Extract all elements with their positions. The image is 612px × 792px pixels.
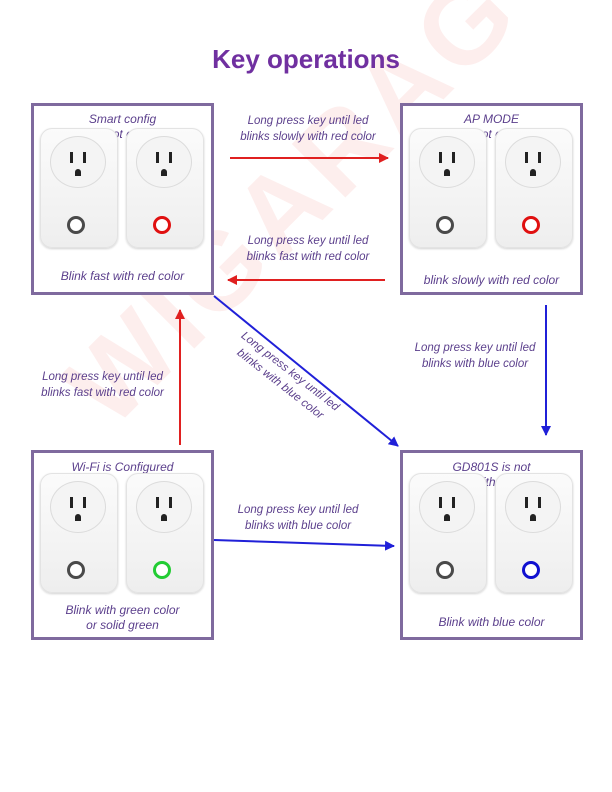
plug-left <box>40 128 118 248</box>
led-indicator-off <box>67 216 85 234</box>
plug-right <box>495 473 573 593</box>
outlet-icon <box>505 481 561 533</box>
arrow-smart-to-notbound <box>214 296 398 446</box>
state-box-ap-mode: AP MODE Wi-Fi is not configured blink sl… <box>400 103 583 295</box>
state-footer: Blink fast with red color <box>34 269 211 284</box>
state-footer: Blink with green color or solid green <box>34 603 211 633</box>
state-box-smart-config: Smart config Wi-Fi is not configured Bli… <box>31 103 214 295</box>
outlet-icon <box>419 136 475 188</box>
arrow-configured-to-notbound <box>214 540 394 546</box>
plug-right <box>126 473 204 593</box>
led-indicator-green <box>153 561 171 579</box>
led-indicator-red <box>522 216 540 234</box>
outlet-icon <box>136 136 192 188</box>
label-smart-to-ap: Long press key until led blinks slowly w… <box>218 113 398 145</box>
state-footer: blink slowly with red color <box>403 273 580 288</box>
led-indicator-blue <box>522 561 540 579</box>
led-indicator-red <box>153 216 171 234</box>
label-configured-to-smart: Long press key until led blinks fast wit… <box>20 369 185 401</box>
plug-left <box>40 473 118 593</box>
label-ap-to-notbound: Long press key until led blinks with blu… <box>395 340 555 372</box>
state-box-not-bound: GD801S is not bound with GD801C Blink wi… <box>400 450 583 640</box>
plug-left <box>409 473 487 593</box>
state-footer: Blink with blue color <box>403 615 580 630</box>
led-indicator-off <box>436 561 454 579</box>
outlet-icon <box>419 481 475 533</box>
label-configured-to-notbound: Long press key until led blinks with blu… <box>218 502 378 534</box>
state-box-configured: Wi-Fi is Configured Blink with green col… <box>31 450 214 640</box>
outlet-icon <box>505 136 561 188</box>
led-indicator-off <box>436 216 454 234</box>
plug-right <box>126 128 204 248</box>
outlet-icon <box>136 481 192 533</box>
outlet-icon <box>50 481 106 533</box>
outlet-icon <box>50 136 106 188</box>
led-indicator-off <box>67 561 85 579</box>
plug-left <box>409 128 487 248</box>
label-ap-to-smart: Long press key until led blinks fast wit… <box>218 233 398 265</box>
plug-right <box>495 128 573 248</box>
